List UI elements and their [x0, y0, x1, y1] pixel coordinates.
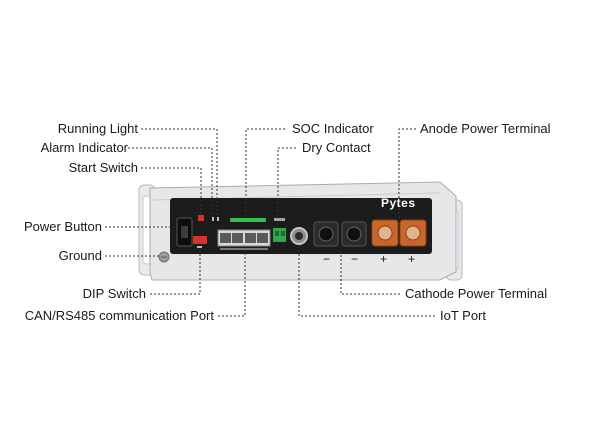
label-anode-terminal: Anode Power Terminal	[420, 121, 551, 136]
terminal-mark-3: +	[380, 252, 388, 266]
running-led	[217, 217, 219, 221]
label-dry-contact: Dry Contact	[302, 140, 371, 155]
leader-lines	[105, 128, 435, 317]
power-button	[176, 217, 193, 247]
terminal-mark-2: −	[351, 252, 359, 266]
dip-switch	[193, 236, 207, 248]
label-can-rs485-port: CAN/RS485 communication Port	[24, 308, 214, 323]
dry-contact	[273, 218, 286, 242]
iot-port	[290, 227, 308, 245]
start-switch	[198, 215, 204, 221]
label-power-button: Power Button	[23, 219, 102, 234]
soc-indicator-bar	[230, 218, 266, 222]
label-running-light: Running Light	[57, 121, 138, 136]
label-dip-switch: DIP Switch	[82, 286, 146, 301]
terminal-mark-1: −	[323, 252, 331, 266]
cathode-connector-1	[313, 221, 339, 247]
anode-connector-1	[371, 219, 399, 247]
anode-connector-2	[399, 219, 427, 247]
label-soc-indicator: SOC Indicator	[292, 121, 374, 136]
brand-logo: Pytes	[381, 196, 416, 210]
terminal-mark-4: +	[408, 252, 416, 266]
label-ground: Ground	[58, 248, 102, 263]
label-alarm-indicator: Alarm Indicator	[40, 140, 128, 155]
label-iot-port: IoT Port	[440, 308, 487, 323]
alarm-led	[212, 217, 214, 221]
ground-screw	[158, 251, 170, 263]
label-start-switch: Start Switch	[68, 160, 138, 175]
can-rs485-ports	[217, 229, 271, 250]
cathode-connector-2	[341, 221, 367, 247]
label-cathode-terminal: Cathode Power Terminal	[405, 286, 548, 301]
